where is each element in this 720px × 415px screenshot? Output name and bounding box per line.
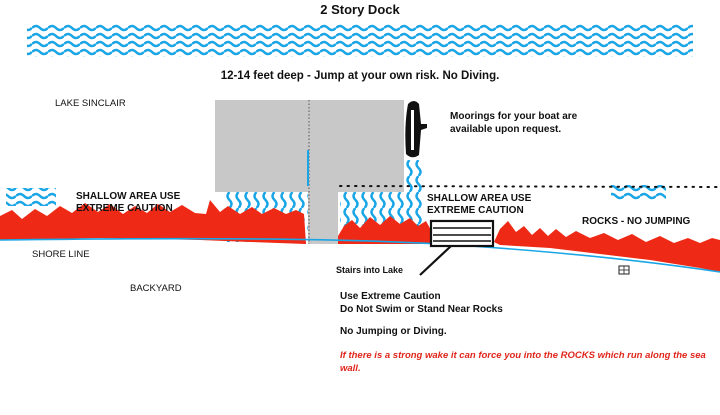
rocks-right	[494, 221, 720, 272]
grid-marker-icon	[618, 265, 630, 275]
backyard-label: BACKYARD	[130, 283, 182, 294]
boat-icon	[405, 101, 427, 158]
no-jumping-note: No Jumping or Diving.	[340, 326, 447, 337]
caution-line-2: Do Not Swim or Stand Near Rocks	[340, 304, 503, 315]
dotted-boundary-line	[339, 185, 720, 188]
stairs-pointer-line	[419, 245, 452, 276]
stairs-icon	[429, 219, 495, 248]
lake-label: LAKE SINCLAIR	[55, 98, 126, 109]
shallow-warning-right: SHALLOW AREA USE EXTREME CAUTION	[427, 193, 532, 216]
lake-water-band	[27, 24, 693, 57]
shore-line-label: SHORE LINE	[32, 249, 90, 260]
rocks-left	[0, 200, 306, 244]
caution-line-1: Use Extreme Caution	[340, 291, 441, 302]
moorings-note: Moorings for your boat are available upo…	[450, 111, 578, 135]
water-patch-right	[611, 185, 666, 200]
stairs-label: Stairs into Lake	[336, 265, 404, 275]
wake-warning: If there is a strong wake it can force y…	[340, 350, 706, 374]
dock-walkway	[308, 160, 338, 244]
water-patch-left	[6, 188, 56, 206]
depth-note: 12-14 feet deep - Jump at your own risk.…	[220, 70, 500, 82]
rocks-warning: ROCKS - NO JUMPING	[582, 216, 691, 227]
shore-line	[0, 237, 720, 273]
diagram-title: 2 Story Dock	[320, 2, 400, 17]
rocks-center	[338, 216, 432, 244]
shallow-warning-left: SHALLOW AREA USE EXTREME CAUTION	[76, 191, 181, 214]
